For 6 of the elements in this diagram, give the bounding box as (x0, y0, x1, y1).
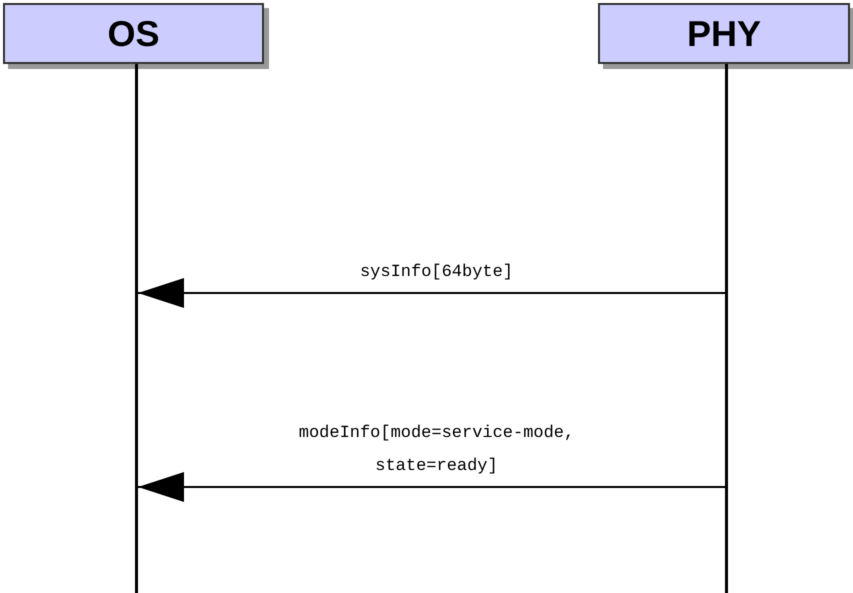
message-arrow (138, 278, 725, 308)
lifeline (135, 64, 138, 593)
message-arrow (138, 472, 725, 502)
participant-name: PHY (686, 12, 762, 54)
lifeline (725, 64, 728, 593)
participant-name: OS (107, 12, 160, 54)
